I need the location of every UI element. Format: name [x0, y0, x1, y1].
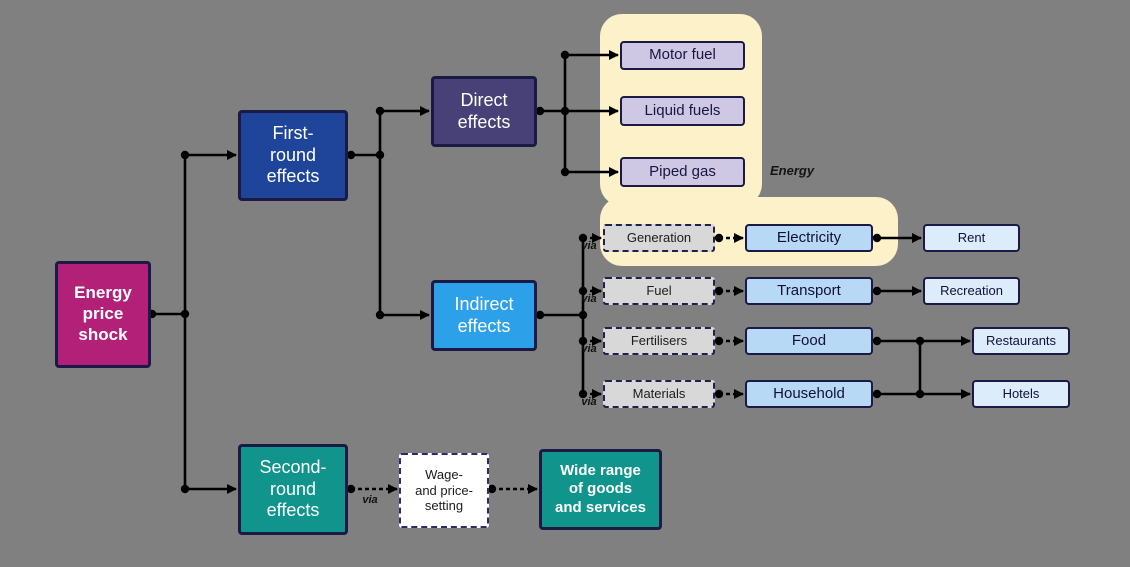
via-label-materials: via — [581, 396, 597, 408]
node-energy-price-shock: Energy price shock — [55, 261, 151, 368]
solid-connectors — [152, 50, 971, 494]
via-label-second-round: via — [362, 494, 378, 506]
via-label-fertilisers: via — [581, 343, 597, 355]
node-recreation: Recreation — [923, 277, 1020, 305]
node-fuel: Fuel — [603, 277, 715, 305]
node-wide-range-goods-services: Wide range of goods and services — [539, 449, 662, 530]
node-second-round-effects: Second- round effects — [238, 444, 348, 535]
node-fertilisers: Fertilisers — [603, 327, 715, 355]
node-household: Household — [745, 380, 873, 408]
junction-dots — [147, 50, 925, 494]
via-label-generation: via — [581, 240, 597, 252]
energy-group-label: Energy — [770, 163, 815, 178]
node-liquid-fuels: Liquid fuels — [620, 96, 745, 126]
via-label-fuel: via — [581, 293, 597, 305]
node-wage-price-setting: Wage- and price- setting — [399, 453, 489, 528]
node-transport: Transport — [745, 277, 873, 305]
node-restaurants: Restaurants — [972, 327, 1070, 355]
node-generation: Generation — [603, 224, 715, 252]
node-rent: Rent — [923, 224, 1020, 252]
node-motor-fuel: Motor fuel — [620, 41, 745, 70]
node-piped-gas: Piped gas — [620, 157, 745, 187]
node-electricity: Electricity — [745, 224, 873, 252]
node-materials: Materials — [603, 380, 715, 408]
node-food: Food — [745, 327, 873, 355]
node-direct-effects: Direct effects — [431, 76, 537, 147]
node-indirect-effects: Indirect effects — [431, 280, 537, 351]
node-first-round-effects: First- round effects — [238, 110, 348, 201]
node-hotels: Hotels — [972, 380, 1070, 408]
